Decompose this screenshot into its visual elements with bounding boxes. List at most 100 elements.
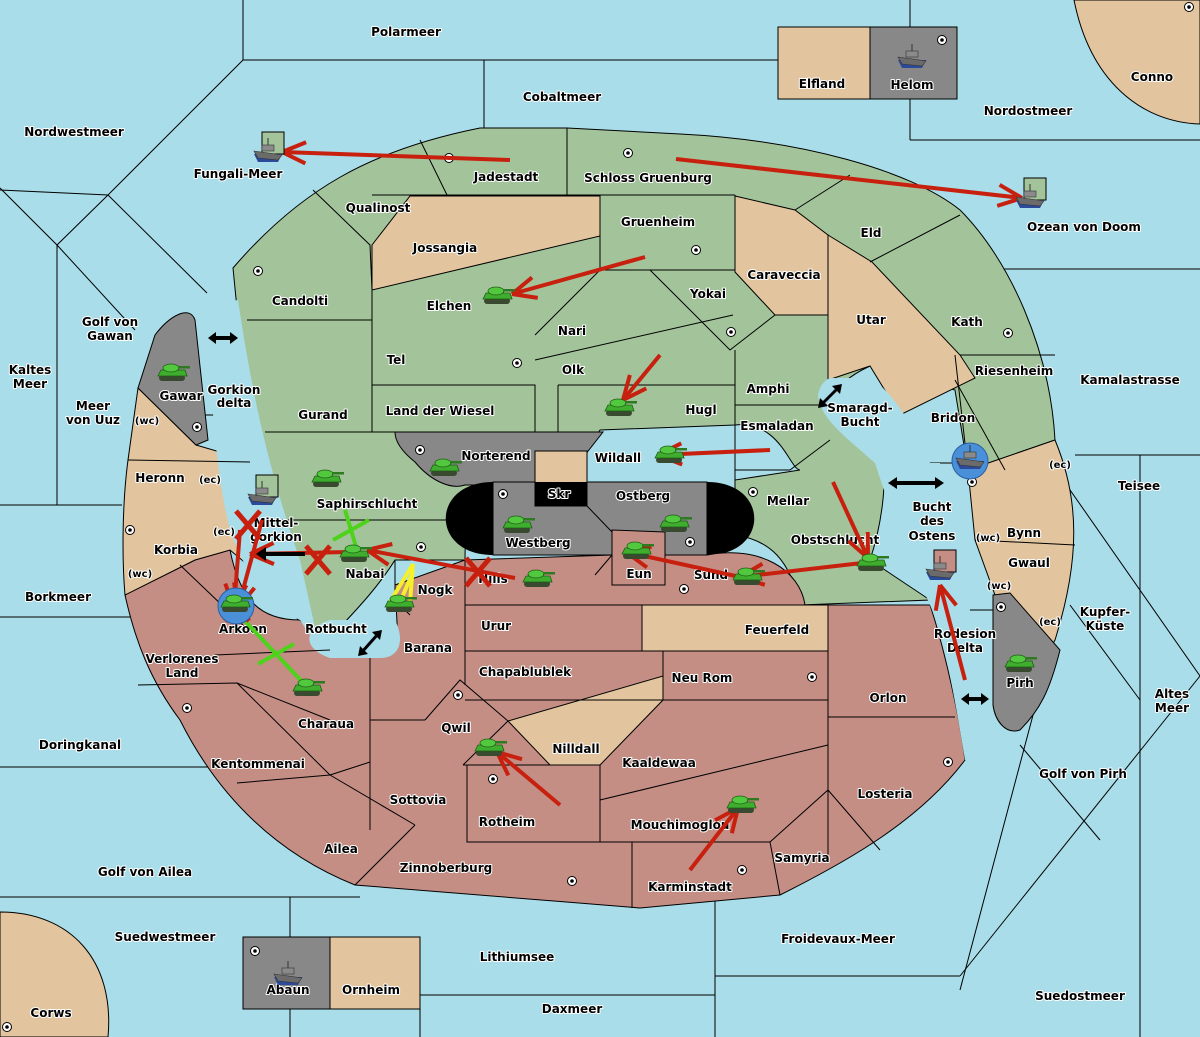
- land-label-nari[interactable]: Nari: [557, 323, 587, 339]
- army-unit-nogk[interactable]: [384, 594, 417, 612]
- army-unit-sund[interactable]: [732, 567, 765, 585]
- army-unit-gawar[interactable]: [157, 363, 190, 381]
- sea-label-nordostmeer[interactable]: Nordostmeer: [983, 103, 1074, 119]
- land-label-neu-rom[interactable]: Neu Rom: [671, 670, 734, 686]
- land-label-feuerfeld[interactable]: Feuerfeld: [744, 622, 811, 638]
- province-conno[interactable]: [1073, 0, 1200, 125]
- sea-label-smaragd-bucht-2[interactable]: Bucht: [839, 414, 880, 430]
- land-label-skr[interactable]: Skr: [547, 486, 572, 502]
- sea-label-gorkion-delta-1[interactable]: Gorkion: [207, 382, 262, 398]
- sea-label-gorkion-delta-2[interactable]: delta: [216, 395, 253, 411]
- army-unit-eun[interactable]: [621, 541, 654, 559]
- sea-label-daxmeer[interactable]: Daxmeer: [541, 1001, 604, 1017]
- sea-label-golf-von-gawan-1[interactable]: Golf von: [81, 314, 139, 330]
- land-label-eld[interactable]: Eld: [860, 225, 883, 241]
- land-label-karminstadt[interactable]: Karminstadt: [647, 879, 733, 895]
- land-label-jadestadt[interactable]: Jadestadt: [472, 169, 540, 185]
- sea-label-nordwestmeer[interactable]: Nordwestmeer: [23, 124, 125, 140]
- sea-label-smaragd-bucht-1[interactable]: Smaragd-: [826, 400, 893, 416]
- sea-label-golf-von-gawan-2[interactable]: Gawan: [86, 328, 134, 344]
- land-label-mouchimoglou[interactable]: Mouchimoglou: [630, 817, 731, 833]
- army-unit-wildall[interactable]: [654, 445, 687, 463]
- land-label-gurand[interactable]: Gurand: [297, 407, 349, 423]
- sea-label-teisee[interactable]: Teisee: [1117, 478, 1161, 494]
- sea-label-altes-meer-2[interactable]: Meer: [1154, 700, 1190, 716]
- land-label-elfland[interactable]: Elfland: [798, 76, 846, 92]
- land-label-bynn[interactable]: Bynn: [1006, 525, 1042, 541]
- fleet-unit-fungali-meer[interactable]: [253, 131, 285, 162]
- land-label-gruenheim[interactable]: Gruenheim: [620, 214, 696, 230]
- army-unit-ostberg[interactable]: [659, 514, 692, 532]
- sea-label-borkmeer[interactable]: Borkmeer: [24, 589, 92, 605]
- fleet-unit-mittelgorkion[interactable]: [247, 474, 279, 505]
- land-label-kentommenai[interactable]: Kentommenai: [210, 756, 306, 772]
- province-utar[interactable]: [827, 234, 976, 416]
- army-unit-charaua[interactable]: [292, 678, 325, 696]
- land-label-land-der-wiesel[interactable]: Land der Wiesel: [385, 403, 496, 419]
- province-elfland[interactable]: [777, 26, 871, 100]
- land-label-abaun[interactable]: Abaun: [265, 982, 310, 998]
- fleet-unit-ozean-von-doom[interactable]: [1015, 177, 1047, 208]
- fleet-unit-abaun[interactable]: [273, 961, 303, 985]
- land-label-wildall[interactable]: Wildall: [594, 450, 642, 466]
- land-label-westberg[interactable]: Westberg: [504, 535, 571, 551]
- land-label-barana[interactable]: Barana: [403, 640, 453, 656]
- land-label-helom[interactable]: Helom: [889, 77, 934, 93]
- land-label-ailea[interactable]: Ailea: [323, 841, 359, 857]
- land-label-schloss-gruenburg[interactable]: Schloss Gruenburg: [583, 170, 713, 186]
- sea-label-suedostmeer[interactable]: Suedostmeer: [1034, 988, 1126, 1004]
- sea-label-doringkanal[interactable]: Doringkanal: [38, 737, 122, 753]
- sea-label-meer-von-uuz-1[interactable]: Meer: [75, 398, 111, 414]
- army-unit-hugl[interactable]: [604, 398, 637, 416]
- land-label-kaaldewaa[interactable]: Kaaldewaa: [621, 755, 697, 771]
- land-label-heronn[interactable]: Heronn: [134, 470, 185, 486]
- land-label-pirh[interactable]: Pirh: [1005, 675, 1034, 691]
- land-label-mellar[interactable]: Mellar: [766, 493, 810, 509]
- land-label-candolti[interactable]: Candolti: [271, 293, 329, 309]
- sea-label-froidevaux-meer[interactable]: Froidevaux-Meer: [780, 931, 896, 947]
- land-label-tel[interactable]: Tel: [386, 352, 407, 368]
- sea-label-fungali-meer[interactable]: Fungali-Meer: [193, 166, 284, 182]
- land-label-samyria[interactable]: Samyria: [773, 850, 830, 866]
- sea-label-mittelgorkion-1[interactable]: Mittel-: [253, 515, 300, 531]
- land-label-chapablublek[interactable]: Chapablublek: [478, 664, 573, 680]
- land-label-kath[interactable]: Kath: [950, 314, 984, 330]
- land-label-qualinost[interactable]: Qualinost: [345, 200, 412, 216]
- sea-label-bucht-des-ostens-2[interactable]: des: [919, 513, 945, 529]
- land-label-caraveccia[interactable]: Caraveccia: [746, 267, 821, 283]
- province-corws[interactable]: [0, 911, 110, 1037]
- land-label-olk[interactable]: Olk: [561, 362, 586, 378]
- fleet-unit-bridon[interactable]: [951, 442, 989, 480]
- sea-label-kupfer-kueste-2[interactable]: Küste: [1085, 618, 1126, 634]
- land-label-bridon[interactable]: Bridon: [930, 410, 977, 426]
- land-label-norterend[interactable]: Norterend: [460, 448, 531, 464]
- land-label-charaua[interactable]: Charaua: [297, 716, 355, 732]
- sea-label-kamalastrasse[interactable]: Kamalastrasse: [1079, 372, 1181, 388]
- land-label-jossangia[interactable]: Jossangia: [411, 240, 478, 256]
- army-unit-westberg[interactable]: [502, 515, 535, 533]
- land-label-korbia[interactable]: Korbia: [153, 542, 199, 558]
- land-label-corws[interactable]: Corws: [29, 1005, 72, 1021]
- sea-label-mittelgorkion-2[interactable]: gorkion: [249, 529, 303, 545]
- land-label-esmaladan[interactable]: Esmaladan: [739, 418, 814, 434]
- land-label-verlorenes-land-1[interactable]: Verlorenes: [145, 651, 220, 667]
- sea-label-ozean-von-doom[interactable]: Ozean von Doom: [1026, 219, 1142, 235]
- land-label-gwaul[interactable]: Gwaul: [1007, 555, 1051, 571]
- army-unit-saphirschlucht[interactable]: [311, 469, 344, 487]
- land-label-verlorenes-land-2[interactable]: Land: [165, 665, 200, 681]
- sea-label-suedwestmeer[interactable]: Suedwestmeer: [114, 929, 217, 945]
- army-unit-hills[interactable]: [522, 569, 555, 587]
- land-label-saphirschlucht[interactable]: Saphirschlucht: [316, 496, 419, 512]
- land-label-riesenheim[interactable]: Riesenheim: [974, 363, 1055, 379]
- land-label-orlon[interactable]: Orlon: [868, 690, 907, 706]
- sea-label-kupfer-kueste-1[interactable]: Kupfer-: [1079, 604, 1131, 620]
- army-unit-norterend[interactable]: [429, 458, 462, 476]
- land-label-nogk[interactable]: Nogk: [417, 582, 455, 598]
- sea-label-kaltes-meer-2[interactable]: Meer: [12, 376, 48, 392]
- land-label-utar[interactable]: Utar: [855, 312, 887, 328]
- land-label-yokai[interactable]: Yokai: [688, 286, 727, 302]
- fleet-unit-bucht-des-ostens[interactable]: [925, 549, 957, 580]
- sea-label-lithiumsee[interactable]: Lithiumsee: [479, 949, 556, 965]
- sea-label-bucht-des-ostens-1[interactable]: Bucht: [911, 499, 952, 515]
- land-label-sottovia[interactable]: Sottovia: [389, 792, 448, 808]
